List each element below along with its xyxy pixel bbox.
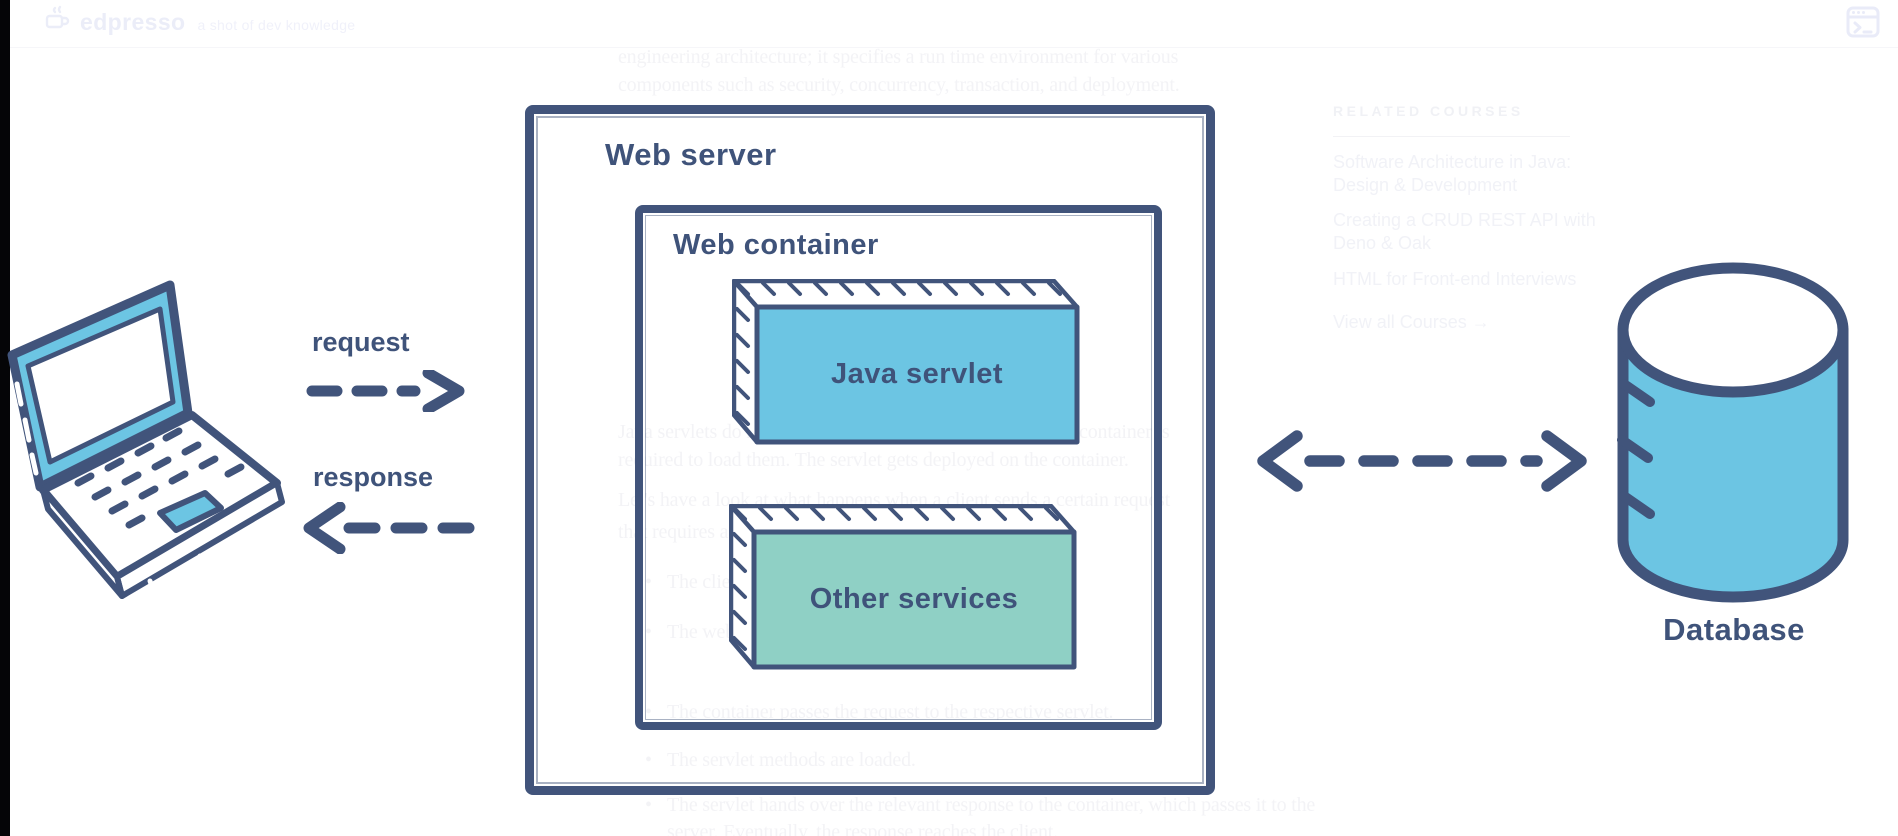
edpresso-logo[interactable]: edpresso a shot of dev knowledge [42,5,355,40]
bullet-dot: • [645,794,652,816]
database-ticks [1617,379,1655,519]
other-services-label: Other services [809,583,1019,615]
coffee-cup-icon [42,5,72,40]
course-title-line: HTML for Front-end Interviews [1333,269,1577,289]
logo-wordmark: edpresso [80,9,186,35]
box-top-face [732,279,1080,310]
box-front-face [751,529,1077,670]
box-front-face [754,304,1080,445]
laptop-trackpad [157,490,224,533]
faint-bullet-item: • The container passes the request to th… [645,699,1114,726]
bullet-dot: • [645,571,652,593]
course-link[interactable]: HTML for Front-end Interviews [1333,268,1576,291]
database-body [1617,324,1849,603]
database-top [1617,262,1849,398]
sidebar-divider [1333,136,1570,137]
faint-bullet-item: • The servlet methods are loaded. [645,747,916,774]
view-all-courses-link[interactable]: View all Courses → [1333,312,1490,332]
box-left-face [729,504,757,670]
box-top-face [729,504,1077,535]
web-server-label: Web server [605,137,777,172]
database-illustration [1608,256,1860,613]
database-label: Database [1663,612,1805,647]
bullet-text: The servlet hands over the relevant resp… [667,794,1316,836]
bullet-dot: • [645,621,652,643]
server-database-arrow [1252,430,1592,497]
faint-article-line: engineering architecture; it specifies a… [618,46,1179,68]
client-laptop-illustration [0,224,300,607]
course-title-line: Deno & Oak [1333,233,1432,253]
course-title-line: Creating a CRUD REST API with [1333,210,1596,230]
bullet-text: The servlet methods are loaded. [667,749,916,771]
terminal-window-icon[interactable] [1845,4,1881,45]
related-courses-heading: RELATED COURSES [1333,103,1524,119]
laptop-screen [25,306,176,465]
course-link[interactable]: Software Architecture in Java: Design & … [1333,151,1571,197]
java-servlet-box: Java servlet [732,279,1082,449]
web-container-label: Web container [673,229,879,261]
response-label: response [313,462,434,492]
faint-article-line: required to load them. The servlet gets … [618,449,1129,471]
bullet-text: The container passes the request to the … [667,701,1114,723]
other-services-box: Other services [729,504,1079,674]
box-left-face [732,279,760,445]
course-title-line: Software Architecture in Java: [1333,152,1572,172]
java-servlet-label: Java servlet [830,358,1004,390]
laptop-keys [74,427,245,529]
bullet-dot: • [645,749,652,771]
course-link[interactable]: Creating a CRUD REST API with Deno & Oak [1333,209,1596,255]
header-divider [10,47,1898,48]
response-arrow [300,501,478,559]
logo-tagline: a shot of dev knowledge [197,16,356,33]
faint-bullet-item: • The servlet hands over the relevant re… [645,792,1367,836]
request-label: request [312,327,410,357]
course-title-line: Design & Development [1333,175,1518,195]
faint-article-line: components such as security, concurrency… [618,74,1180,96]
left-edge-strip [0,0,10,836]
web-server-box [525,105,1215,795]
request-arrow [303,367,473,417]
bullet-dot: • [645,701,652,723]
web-container-box [635,205,1162,730]
